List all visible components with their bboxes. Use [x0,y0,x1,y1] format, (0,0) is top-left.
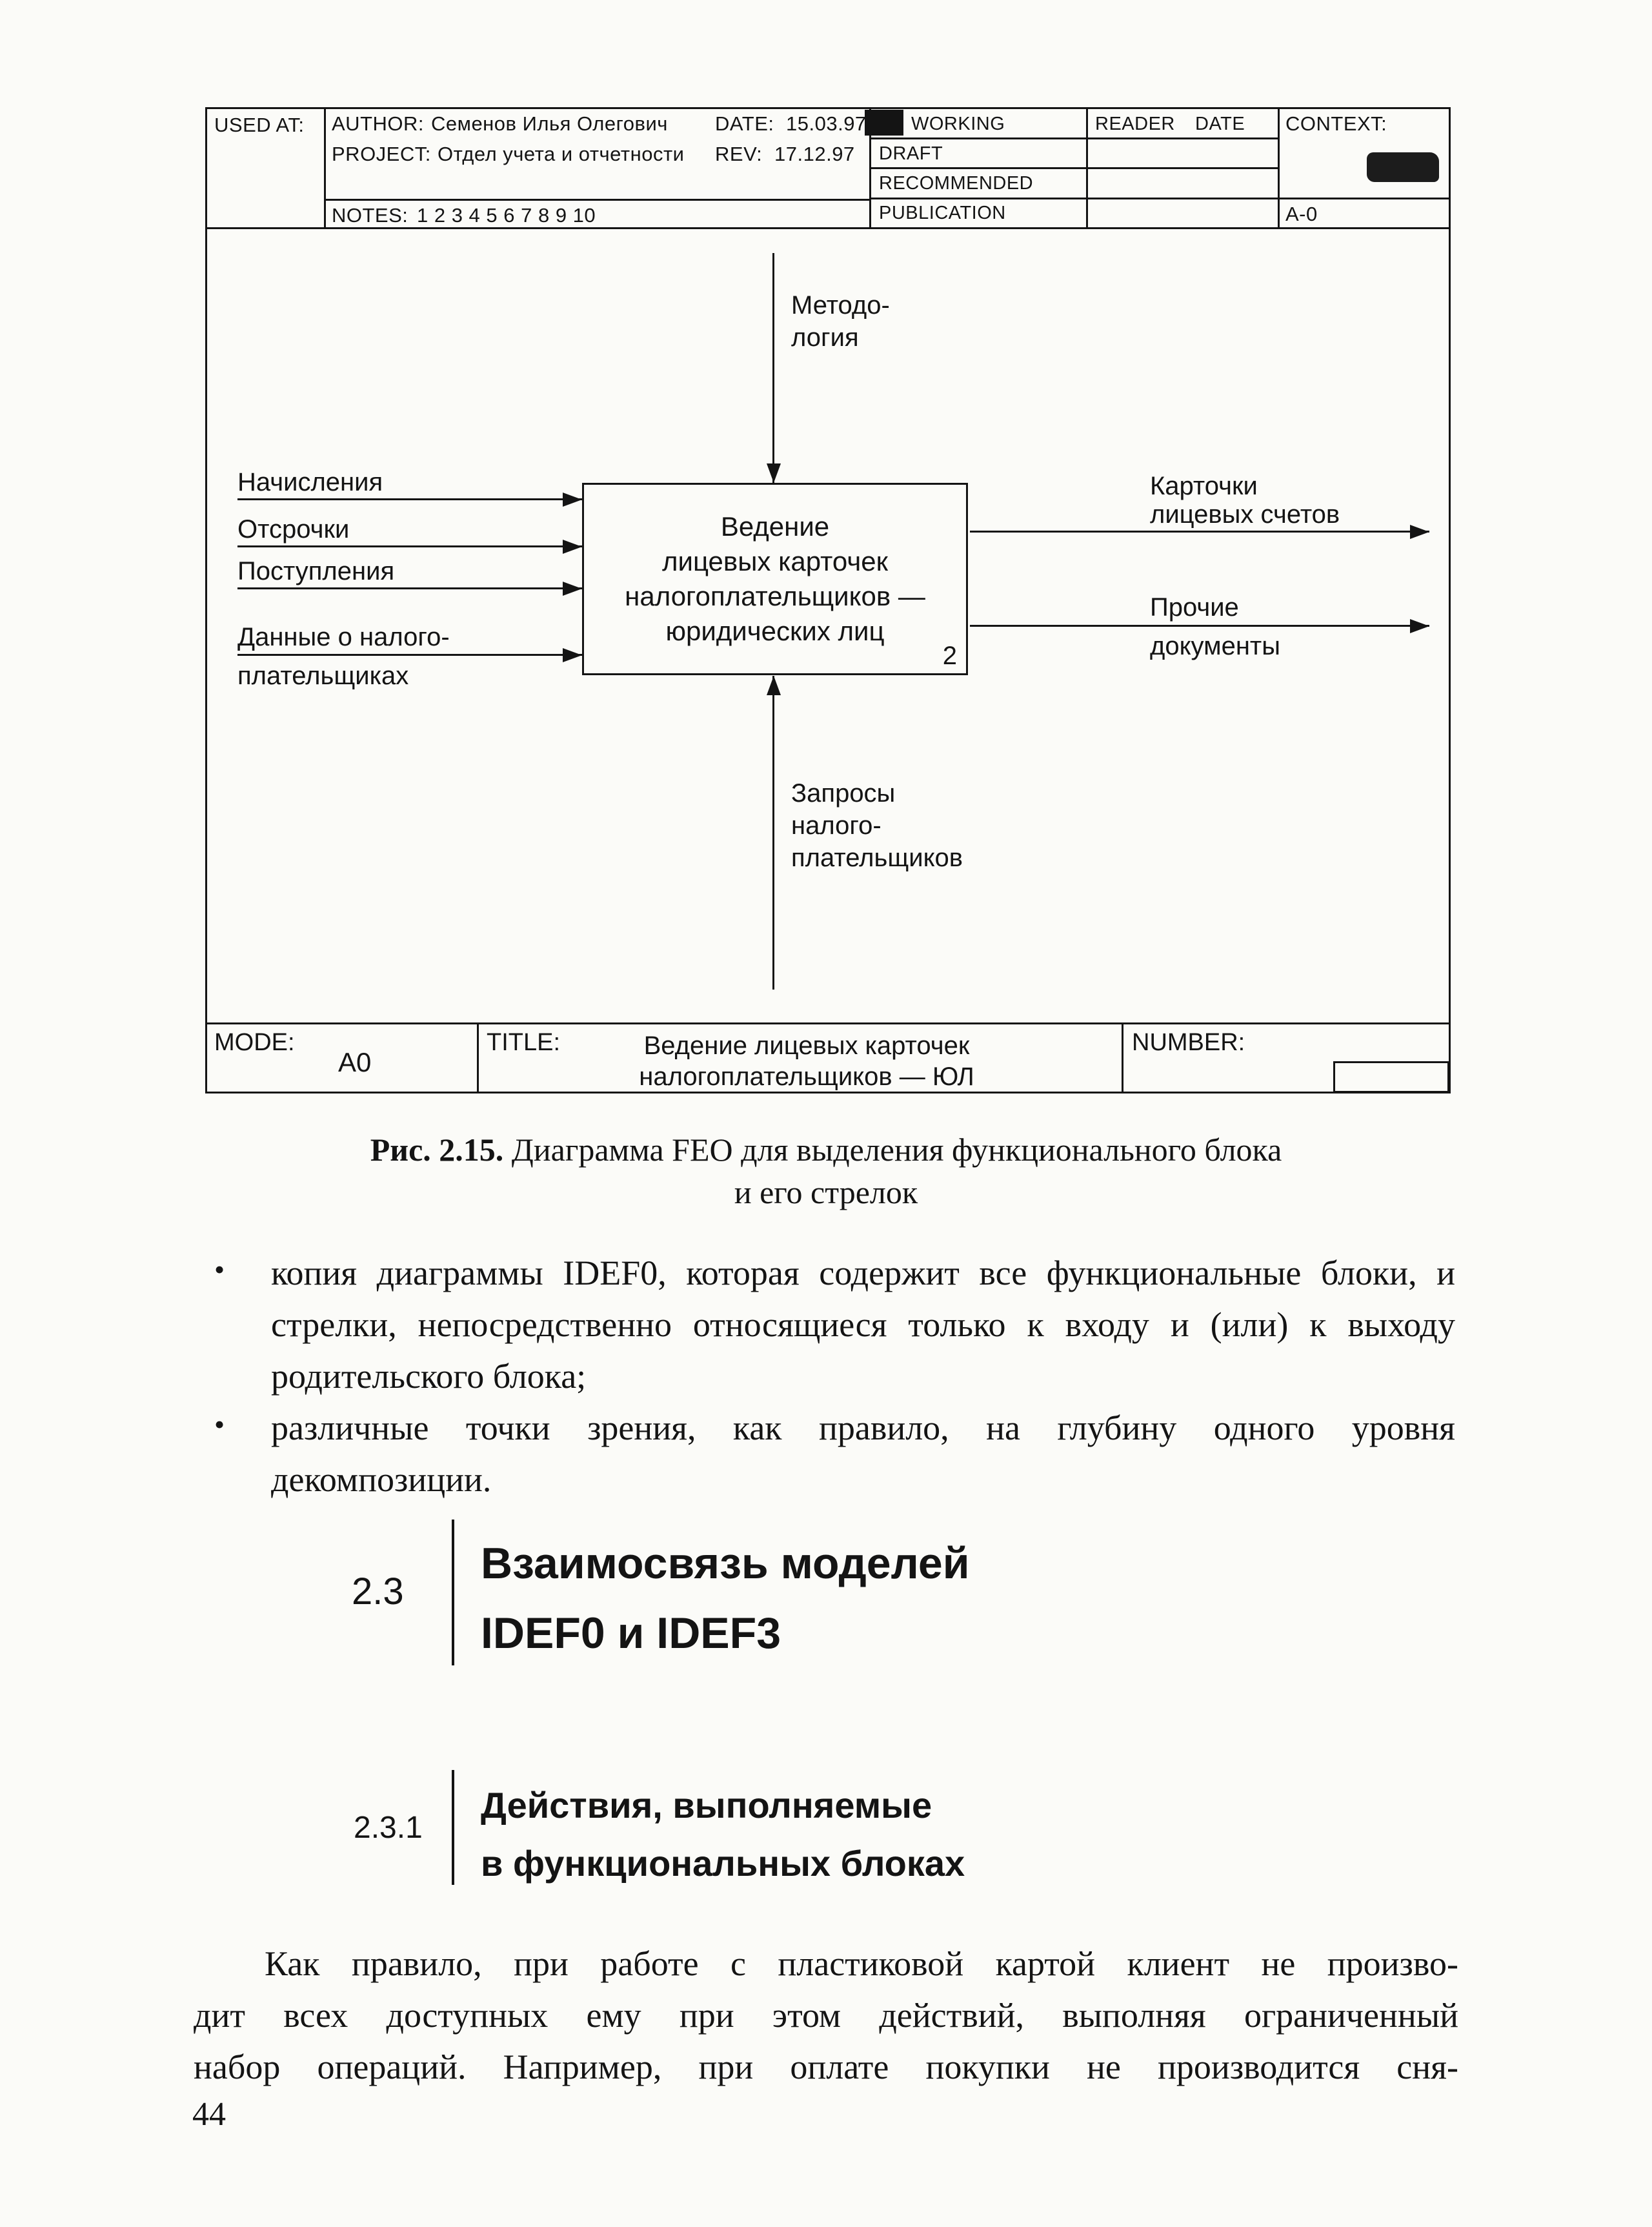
body-paragraph-line-3: набор операций. Например, при оплате пок… [194,2048,1458,2086]
status-row-recommended: RECOMMENDED [879,173,1034,194]
function-box-title: Ведение лицевых карточек налогоплательщи… [625,511,925,646]
author-label: AUTHOR: [332,112,424,135]
status-row-working: WORKING [911,114,1005,134]
status-row-draft: DRAFT [879,143,943,164]
rev-label: REV: [715,143,763,165]
project-label: PROJECT: [332,143,431,165]
output-arrow-2 [970,625,1429,627]
control-arrow [772,253,774,483]
function-box-number: 2 [942,642,957,670]
node-bar-divider-2 [1122,1022,1123,1093]
status-row-line-1 [869,137,1278,139]
section-divider-2-3 [452,1520,454,1665]
bullet-text-2: различные точки зрения, как правило, на … [271,1408,1455,1499]
idef0-diagram-frame [205,107,1451,1093]
rev-value: 17.12.97 [774,143,855,165]
used-at-label: USED AT: [214,114,305,136]
body-paragraph-line-1: Как правило, при работе с пластиковой ка… [265,1944,1458,1983]
function-box: Ведение лицевых карточек налогоплательщи… [582,483,968,675]
figure-caption-line-1: Рис. 2.15. Диаграмма FEO для выделения ф… [194,1131,1458,1168]
bullet-marker-2: • [214,1408,225,1441]
input-arrow-2-label: Отсрочки [237,515,350,544]
output-arrow-1 [970,531,1429,533]
node-bar-title-value: Ведение лицевых карточек налогоплательщи… [639,1032,974,1091]
bottom-arrow [772,676,774,990]
node-bar-title-label: TITLE: [487,1029,561,1056]
output-arrow-1-label-2: лицевых счетов [1150,500,1340,529]
output-arrow-2-label-2: документы [1150,632,1280,660]
section-divider-2-3-1 [452,1770,454,1885]
input-arrow-1 [237,498,582,500]
context-node-id: A-0 [1285,203,1318,225]
bullet-marker-1: • [214,1253,225,1286]
section-title-2-3: Взаимосвязь моделей IDEF0 и IDEF3 [481,1539,970,1658]
node-bar-divider-1 [477,1022,479,1093]
reader-label: READER [1095,114,1175,134]
input-arrow-1-label: Начисления [237,468,383,496]
author-value: Семенов Илья Олегович [431,112,668,135]
used-at-divider [324,107,326,227]
project-value: Отдел учета и отчетности [438,143,685,165]
figure-caption-text: Диаграмма FEO для выделения функциональн… [511,1132,1282,1168]
header-bottom-line [205,227,1451,229]
node-bar-mode-value: А0 [338,1047,372,1077]
notes-value: 1 2 3 4 5 6 7 8 9 10 [417,204,596,227]
context-column-divider [1278,107,1280,227]
input-arrow-3 [237,587,582,589]
figure-caption-line-2: и его стрелок [734,1174,918,1210]
status-row-line-2 [869,167,1278,169]
bottom-arrow-label: Запросы налого- плательщиков [791,779,963,872]
figure-caption-number: Рис. 2.15. [370,1132,504,1168]
body-paragraph-line-2: дит всех доступных ему при этом действий… [194,1996,1458,2035]
reader-date-label: DATE [1195,114,1245,134]
input-arrow-4-label: Данные о налого- [237,623,450,651]
context-thumbnail [1367,152,1439,182]
input-arrow-3-label: Поступления [237,557,395,585]
notes-label: NOTES: [332,204,408,227]
status-row-publication: PUBLICATION [879,203,1006,223]
section-title-2-3-1: Действия, выполняемые в функциональных б… [481,1785,965,1884]
node-bar-number-label: NUMBER: [1132,1029,1245,1056]
output-arrow-2-label: Прочие [1150,593,1239,622]
input-arrow-4 [237,654,582,656]
status-row-line-3 [869,198,1451,199]
node-bar-mode-label: MODE: [214,1029,295,1056]
output-arrow-1-label: Карточки [1150,472,1258,500]
date-label: DATE: [715,112,774,135]
notes-separator-line [324,199,869,201]
input-arrow-4-label-2: плательщиках [237,662,409,690]
control-arrow-label: Методо- логия [791,291,890,352]
working-status-mark [865,110,903,136]
bullet-text-1: копия диаграммы IDEF0, которая содержит … [271,1254,1455,1396]
page-number: 44 [192,2096,226,2133]
input-arrow-2 [237,545,582,547]
section-number-2-3: 2.3 [352,1571,404,1612]
node-bar-top-line [205,1022,1451,1024]
section-number-2-3-1: 2.3.1 [354,1811,423,1845]
node-bar-number-box [1333,1061,1449,1093]
context-label: CONTEXT: [1285,112,1387,135]
date-value: 15.03.97 [786,112,867,135]
